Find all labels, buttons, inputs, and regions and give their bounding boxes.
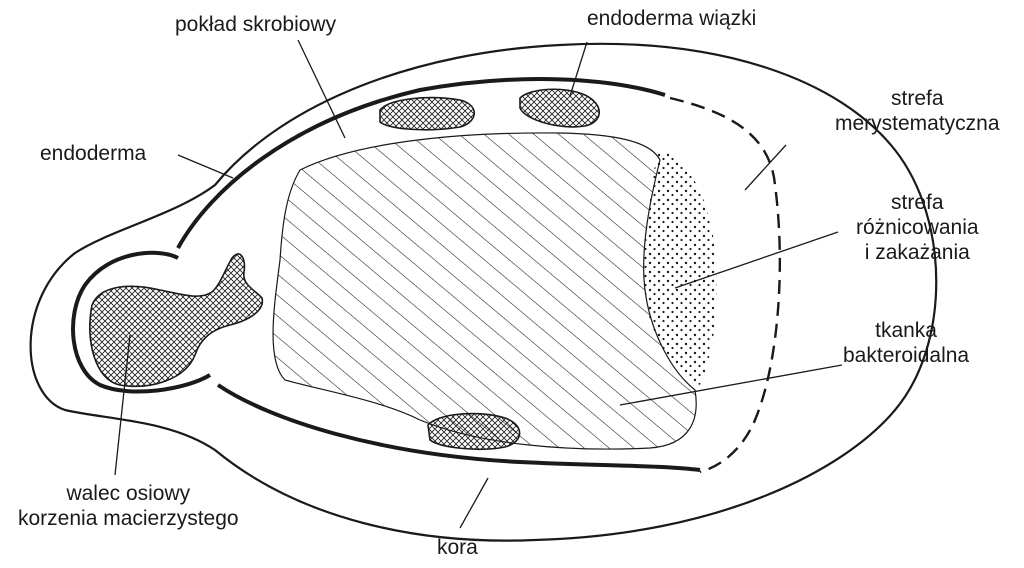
meristem-boundary-dashed <box>669 96 782 474</box>
leader-bundle-endodermis <box>569 41 588 97</box>
label-bacteroid-tissue-line2: bakteroidalna <box>843 344 970 367</box>
leader-meristem-zone <box>744 144 787 191</box>
endodermis-line-bottom <box>216 383 701 472</box>
bacteroid-tissue-region <box>272 132 697 450</box>
central-cylinder-region <box>89 253 264 387</box>
label-endodermis: endoderma <box>40 142 147 165</box>
endodermis-line-top <box>176 77 666 249</box>
leader-cortex <box>459 477 489 529</box>
label-differentiation-zone-line3: i zakażania <box>864 241 970 264</box>
leader-differentiation-zone <box>674 231 839 289</box>
vascular-bundle-3 <box>427 412 521 450</box>
label-meristem-zone: strefa merystematyczna <box>835 86 1000 136</box>
label-central-cylinder-line2: korzenia macierzystego <box>18 507 239 530</box>
label-cortex: kora <box>437 536 478 559</box>
label-bundle-endodermis: endoderma wiązki <box>587 7 757 30</box>
leader-endodermis <box>177 154 234 179</box>
label-starch-layer: pokład skrobiowy <box>175 13 337 36</box>
vascular-bundle-1 <box>379 96 476 131</box>
label-bacteroid-tissue-line1: tkanka <box>875 319 937 342</box>
label-meristem-zone-line2: merystematyczna <box>835 112 1000 135</box>
label-differentiation-zone-line1: strefa <box>891 191 944 214</box>
differentiation-zone-region <box>644 150 717 385</box>
endodermis-line-upper <box>71 250 212 394</box>
leader-bacteroid-tissue <box>619 364 843 406</box>
label-central-cylinder: walec osiowy korzenia macierzystego <box>18 481 239 531</box>
label-differentiation-zone: strefa różnicowania i zakażania <box>856 190 979 265</box>
nodule-outer-contour <box>29 42 938 542</box>
label-central-cylinder-line1: walec osiowy <box>66 482 191 505</box>
label-differentiation-zone-line2: różnicowania <box>856 216 979 239</box>
label-bacteroid-tissue: tkanka bakteroidalna <box>843 318 969 368</box>
label-meristem-zone-line1: strefa <box>891 87 944 110</box>
leader-central-cylinder <box>114 334 131 476</box>
vascular-bundle-2 <box>519 88 601 128</box>
leader-starch-layer <box>297 39 346 139</box>
